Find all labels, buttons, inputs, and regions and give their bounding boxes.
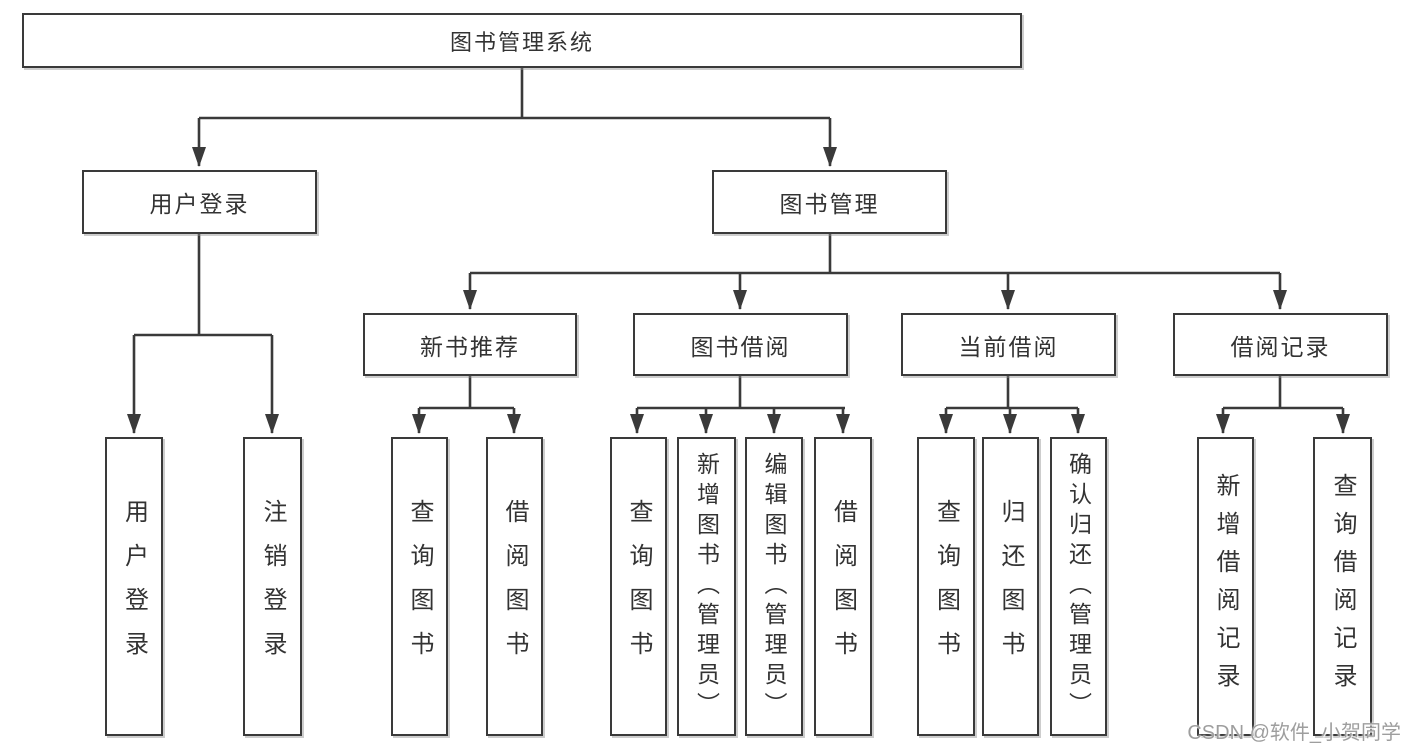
node-label: 借阅图书 [829,498,857,675]
leaf-return-book: 归还图书 [982,437,1039,736]
node-label: 图书借阅 [690,333,791,360]
node-new-book-recommend: 新书推荐 [363,313,577,376]
node-label: 借阅图书 [501,498,528,675]
node-book-borrowing: 图书借阅 [633,313,848,376]
node-label: 确认归还（管理员） [1065,451,1092,722]
node-label: 编辑图书（管理员） [761,451,787,722]
leaf-logout: 注销登录 [243,437,302,736]
node-label: 用户登录 [149,191,250,217]
node-label: 新书推荐 [420,333,520,360]
node-borrowing-records: 借阅记录 [1173,313,1388,376]
leaf-query-books-recommend: 查询图书 [391,437,448,736]
node-label: 查询图书 [932,498,960,675]
node-user-login-group: 用户登录 [82,170,317,234]
leaf-add-book-admin: 新增图书（管理员） [677,437,736,736]
leaf-borrow-books: 借阅图书 [814,437,872,736]
leaf-query-books-current: 查询图书 [917,437,975,736]
node-book-management: 图书管理 [712,170,947,234]
node-label: 借阅记录 [1230,333,1331,360]
node-label: 新增借阅记录 [1212,472,1239,701]
leaf-query-books-borrowing: 查询图书 [610,437,667,736]
node-system-root: 图书管理系统 [22,13,1022,68]
node-label: 用户登录 [120,498,148,675]
node-current-borrowing: 当前借阅 [901,313,1116,376]
leaf-confirm-return-admin: 确认归还（管理员） [1050,437,1107,736]
node-label: 归还图书 [997,498,1024,675]
leaf-query-borrow-record: 查询借阅记录 [1313,437,1372,736]
leaf-user-login: 用户登录 [105,437,163,736]
csdn-watermark: CSDN @软件_小贺同学 [1187,722,1401,744]
node-label: 查询借阅记录 [1329,472,1356,701]
node-label: 图书管理 [779,191,880,217]
node-label: 图书管理系统 [449,29,594,55]
leaf-add-borrow-record: 新增借阅记录 [1197,437,1254,736]
node-label: 查询图书 [406,498,433,675]
node-label: 注销登录 [259,498,286,675]
node-label: 查询图书 [625,498,652,675]
leaf-borrow-books-recommend: 借阅图书 [486,437,543,736]
leaf-edit-book-admin: 编辑图书（管理员） [745,437,803,736]
node-label: 新增图书（管理员） [693,451,720,722]
node-label: 当前借阅 [958,333,1059,360]
